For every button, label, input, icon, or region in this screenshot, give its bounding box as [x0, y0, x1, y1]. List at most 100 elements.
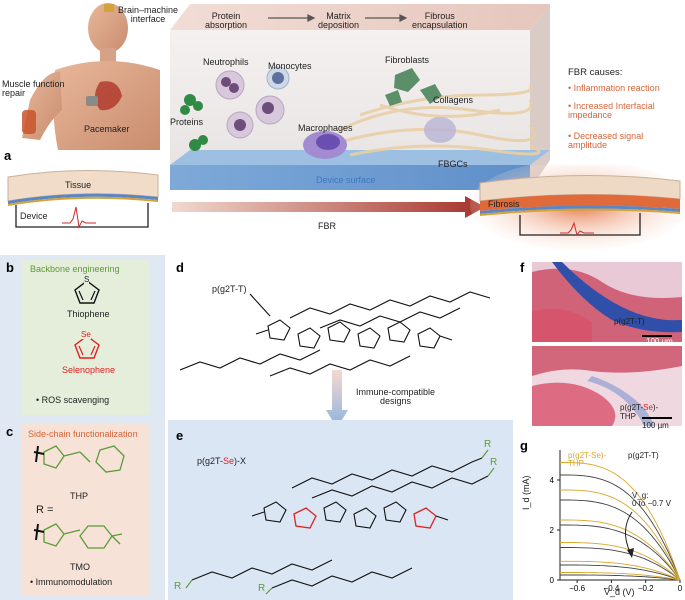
legend-t: p(g2T-T): [628, 451, 659, 460]
label-fbr: FBR: [318, 221, 336, 231]
panel-c-box: [22, 424, 150, 596]
human-figure-illustration: [22, 3, 160, 150]
label-macrophages: Macrophages: [298, 123, 353, 133]
step-protein-absorption: Protein absorption: [205, 11, 248, 31]
r-group-4: R: [258, 583, 266, 594]
r-group-2: R: [490, 457, 498, 468]
label-collagens: Collagens: [433, 95, 474, 105]
y-tick-label: 4: [550, 476, 555, 485]
label-thiophene: Thiophene: [67, 309, 110, 319]
panel-label-g: g: [520, 438, 528, 453]
label-tmo: TMO: [70, 562, 90, 572]
label-fbgcs: FBGCs: [438, 159, 468, 169]
label-device-surface: Device surface: [316, 175, 376, 185]
x-tick-label: 0: [678, 584, 683, 593]
design-arrow: [326, 370, 348, 428]
r-group-1: R: [484, 439, 492, 450]
panel-c-note: • Immunomodulation: [30, 577, 113, 587]
y-tick-label: 2: [550, 526, 555, 535]
polymer-label-e-suffix: )-X: [234, 456, 247, 466]
panel-e-background: [168, 420, 513, 600]
fbr-cause-impedance-text: Increased Interfacial impedance: [568, 101, 655, 121]
thiophene-structure: [74, 280, 100, 304]
iv-curve-1-5: [560, 572, 681, 581]
step-matrix-deposition: Matrix deposition: [318, 11, 360, 31]
iv-curve-0-3: [560, 547, 681, 581]
x-axis-label: V_d (V): [604, 587, 635, 597]
polymer-label-e-prefix: p(g2T-: [197, 456, 224, 466]
panel-label-e: e: [176, 428, 184, 443]
histology-image-top: [532, 262, 682, 342]
panel-label-b: b: [6, 260, 14, 275]
thp-structure: [33, 445, 125, 473]
panel-c-title: Side-chain functionalization: [28, 429, 138, 439]
label-monocytes: Monocytes: [268, 61, 312, 71]
panel-label-d: d: [176, 260, 184, 275]
label-device: Device: [20, 211, 48, 221]
iv-curve-1-4: [560, 560, 681, 581]
fbr-cause-signal-text: Decreased signal amplitude: [568, 131, 644, 151]
fbr-causes-title: FBR causes:: [568, 67, 623, 78]
chart-axes: [559, 450, 680, 581]
label-brain-machine-interface: Brain–machine interface: [118, 5, 179, 25]
y-axis-label: I_d (mA): [521, 475, 531, 510]
tissue-device-illustration: [7, 165, 685, 250]
polymer-label-d: p(g2T-T): [212, 284, 247, 294]
x-tick-label: −0.4: [604, 584, 620, 593]
iv-curve-0-0: [560, 474, 681, 581]
fbr-box-illustration: [170, 4, 550, 190]
polymer-structure-e: [185, 449, 495, 595]
polymer-label-e-se: Se: [223, 456, 235, 466]
scale-bar-bottom: 100 µm: [642, 421, 669, 430]
polymer-label-e: p(g2T-Se)-X: [197, 456, 247, 466]
x-tick-label: −0.6: [569, 584, 585, 593]
chart-iv-curves: 0 2 4 −0.6 −0.4 −0.2 0: [550, 450, 683, 593]
polymer-structure-d: [180, 291, 491, 377]
iv-curve-1-0: [560, 462, 681, 581]
label-proteins: Proteins: [170, 117, 204, 127]
panel-label-f: f: [520, 260, 525, 275]
label-fibroblasts: Fibroblasts: [385, 55, 430, 65]
panel-b-note: • ROS scavenging: [36, 395, 110, 405]
iv-curve-0-2: [560, 524, 681, 581]
fbr-cause-impedance: • Increased Interfacial impedance: [568, 101, 655, 121]
panel-label-c: c: [6, 424, 14, 439]
legend-se-thp: p(g2T-Se)- THP: [568, 451, 607, 469]
label-fibrosis: Fibrosis: [488, 199, 520, 209]
label-thp: THP: [70, 491, 88, 501]
fbr-cause-signal: • Decreased signal amplitude: [568, 131, 644, 151]
iv-curve-1-2: [560, 519, 681, 581]
iv-curve-0-1: [560, 499, 681, 581]
tmo-structure: [33, 523, 123, 549]
histology-label-bottom-prefix: p(g2T-: [620, 403, 644, 413]
label-immune-compatible-designs: Immune-compatible designs: [356, 387, 436, 407]
panel-b-title: Backbone engineering: [30, 264, 120, 274]
histology-label-bottom-se: Se: [643, 403, 653, 413]
label-pacemaker: Pacemaker: [84, 124, 130, 134]
histology-image-bottom: [532, 346, 682, 426]
vg-annotation: V_g: 0 to −0.7 V: [632, 491, 671, 509]
histology-label-bottom: p(g2T-Se)- THP: [620, 396, 658, 421]
histology-label-bottom-suffix: )- THP: [620, 403, 659, 421]
r-group-3: R: [174, 581, 182, 592]
panel-label-a: a: [4, 148, 12, 163]
fbr-cause-inflammation: • Inflammation reaction: [568, 83, 660, 93]
selenophene-se-atom: Se: [81, 330, 91, 340]
label-selenophene: Selenophene: [62, 365, 116, 375]
iv-curve-1-1: [560, 489, 681, 581]
histology-label-top: p(g2T-T): [614, 317, 645, 326]
fbr-cause-inflammation-text: Inflammation reaction: [573, 83, 660, 93]
selenophene-structure: [74, 335, 100, 359]
x-tick-label: −0.2: [638, 584, 654, 593]
thiophene-s-atom: S: [84, 275, 90, 285]
iv-curve-1-3: [560, 542, 681, 581]
y-tick-label: 0: [550, 576, 555, 585]
label-neutrophils: Neutrophils: [203, 57, 249, 67]
label-tissue: Tissue: [65, 180, 92, 190]
label-muscle-function-repair: Muscle function repair: [2, 79, 65, 99]
scale-bar-top: 100 µm: [646, 337, 673, 346]
step-fibrous-encapsulation: Fibrous encapsulation: [412, 11, 468, 31]
iv-curve-0-4: [560, 564, 681, 581]
label-r-equals: R =: [36, 504, 54, 516]
iv-curve-0-5: [560, 574, 681, 581]
